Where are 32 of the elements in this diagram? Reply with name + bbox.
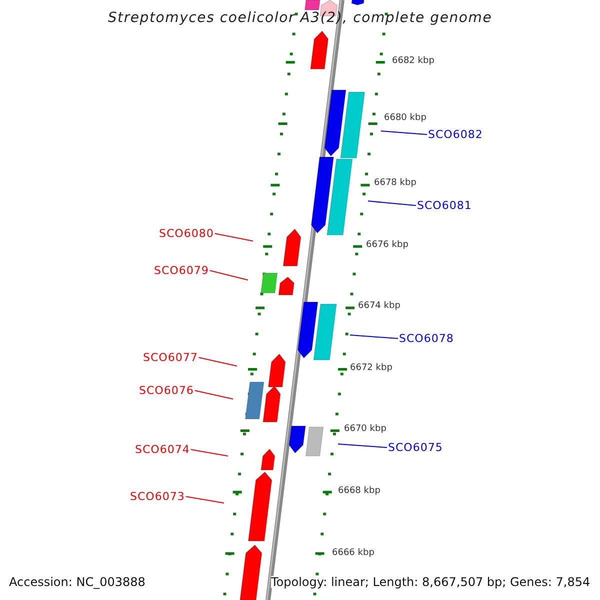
gene-label: SCO6076: [139, 385, 194, 396]
leader-line: [185, 496, 224, 504]
scale-label: 6676 kbp: [366, 241, 408, 250]
gene-label: SCO6074: [135, 444, 190, 455]
leader-line: [209, 270, 248, 280]
scale-label: 6682 kbp: [392, 57, 434, 66]
gene-label: SCO6075: [388, 442, 443, 453]
gene-label: SCO6081: [417, 200, 472, 211]
footer-text: Topology: linear; Length: 8,667,507 bp; Genes: 7,854: [271, 576, 590, 588]
leader-line: [194, 390, 234, 400]
leader-line: [380, 130, 428, 135]
title: Streptomyces coelicolor A3(2), complete genome: [106, 11, 494, 25]
scale-label: 6670 kbp: [344, 425, 386, 434]
leader-line: [214, 233, 254, 242]
leader-line: [350, 334, 398, 339]
scale-label: 6668 kbp: [338, 487, 380, 496]
leader-line: [198, 357, 238, 366]
gene-label: SCO6079: [154, 265, 209, 276]
scale-label: 6680 kbp: [384, 114, 426, 123]
gene-label: SCO6082: [428, 129, 483, 140]
leader-line: [368, 200, 416, 206]
gene-label: SCO6080: [159, 228, 214, 239]
leader-line: [190, 449, 228, 456]
scale-label: 6672 kbp: [350, 364, 392, 373]
scale-label: 6678 kbp: [374, 179, 416, 188]
footer-text: Accession: NC_003888: [9, 576, 146, 588]
gene-label: SCO6078: [399, 333, 454, 344]
scale-label: 6666 kbp: [332, 549, 374, 558]
scale-label: 6674 kbp: [358, 302, 400, 311]
leader-line: [338, 444, 388, 448]
gene-label: SCO6073: [130, 491, 185, 502]
gene-label: SCO6077: [143, 352, 198, 363]
